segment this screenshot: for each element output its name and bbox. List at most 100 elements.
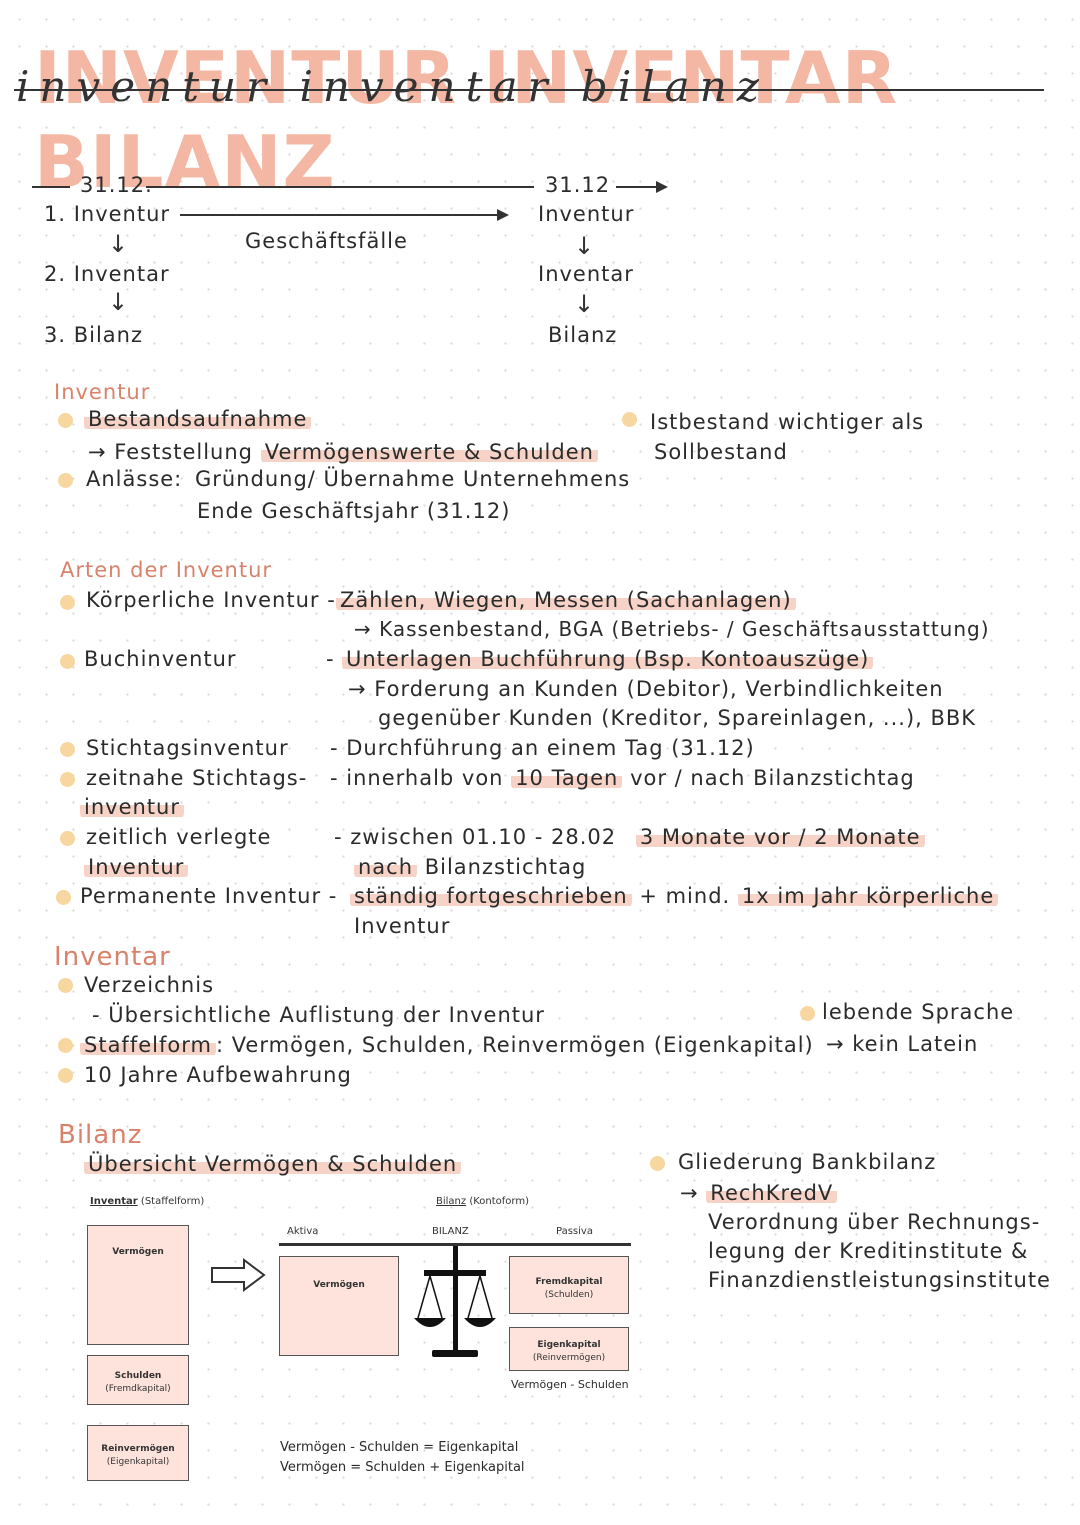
diagram-title-sub: (Kontoform) bbox=[469, 1196, 530, 1207]
bullet-dot bbox=[622, 412, 637, 427]
timeline-left-date: 31.12. bbox=[80, 173, 153, 197]
timeline-right-step3: Bilanz bbox=[548, 323, 618, 347]
timeline-left-step3: 3. Bilanz bbox=[44, 323, 143, 347]
page-title-script: inventur inventar bilanz bbox=[16, 62, 769, 111]
highlight-text: Unterlagen Buchführung (Bsp. Kontoauszüg… bbox=[342, 647, 874, 671]
text: Permanente Inventur - bbox=[80, 884, 338, 908]
bullet-dot bbox=[60, 772, 75, 787]
text: 10 Jahre Aufbewahrung bbox=[84, 1063, 352, 1087]
bilanz-box-fremdkapital: Fremdkapital (Schulden) bbox=[509, 1256, 629, 1314]
box-sublabel: (Reinvermögen) bbox=[532, 1353, 606, 1363]
highlight-text: 3 Monate vor / 2 Monate bbox=[635, 825, 925, 849]
text: Anlässe: bbox=[86, 467, 183, 491]
diagram-title: Bilanz bbox=[436, 1196, 467, 1207]
text: lebende Sprache bbox=[822, 1000, 1015, 1024]
bullet-dot bbox=[58, 473, 73, 488]
text: zeitlich verlegte bbox=[86, 825, 272, 849]
box-label: Vermögen bbox=[112, 1247, 164, 1257]
text: - Übersichtliche Auflistung der Inventur bbox=[92, 1003, 545, 1027]
bullet-dot bbox=[58, 413, 73, 428]
text: Buchinventur bbox=[84, 647, 237, 671]
highlight-text: RechKredV bbox=[706, 1181, 838, 1205]
arrow-right-icon bbox=[656, 181, 668, 193]
box-label: Schulden bbox=[114, 1370, 162, 1381]
big-arrow-right-icon bbox=[211, 1258, 266, 1292]
box-sublabel: (Fremdkapital) bbox=[105, 1384, 171, 1394]
diagram-title-sub: (Staffelform) bbox=[140, 1196, 205, 1207]
text: Bilanzstichtag bbox=[424, 855, 587, 879]
scale-icon bbox=[414, 1246, 496, 1357]
bullet-dot bbox=[56, 890, 71, 905]
bilanz-box-vermoegen: Vermögen bbox=[279, 1256, 399, 1356]
text: - bbox=[326, 647, 335, 671]
timeline-middle-label: Geschäftsfälle bbox=[245, 229, 408, 253]
text: → Kassenbestand, BGA (Betriebs- / Geschä… bbox=[354, 617, 990, 641]
title-strike-line bbox=[14, 89, 1044, 91]
equation-1: Vermögen - Schulden = Eigenkapital bbox=[280, 1440, 519, 1455]
text: → Feststellung bbox=[88, 440, 254, 464]
text: Stichtagsinventur bbox=[86, 736, 289, 760]
timeline-left-step1: 1. Inventur bbox=[44, 202, 171, 226]
highlight-text: Übersicht Vermögen & Schulden bbox=[84, 1152, 462, 1176]
text: Finanzdienstleistungsinstitute bbox=[708, 1268, 1051, 1292]
timeline-line bbox=[32, 186, 70, 188]
inventar-box-reinvermoegen: Reinvermögen (Eigenkapital) bbox=[87, 1425, 189, 1481]
section-heading: Inventur bbox=[54, 380, 151, 404]
bullet-dot bbox=[60, 831, 75, 846]
text: gegenüber Kunden (Kreditor, Spareinlagen… bbox=[378, 706, 977, 730]
timeline-right-step2: Inventar bbox=[538, 262, 634, 286]
highlight-text: Zählen, Wiegen, Messen (Sachanlagen) bbox=[336, 588, 796, 612]
text: Gründung/ Übernahme Unternehmens bbox=[195, 467, 631, 491]
timeline-right-date: 31.12 bbox=[545, 173, 611, 197]
bullet-dot bbox=[60, 742, 75, 757]
text: Körperliche Inventur - bbox=[86, 588, 336, 612]
bullet-dot bbox=[60, 595, 75, 610]
text: Istbestand wichtiger als bbox=[650, 410, 925, 434]
highlight-text: 1x im Jahr körperliche bbox=[737, 884, 999, 908]
text: → kein Latein bbox=[826, 1032, 979, 1056]
text: → Forderung an Kunden (Debitor), Verbind… bbox=[348, 677, 944, 701]
text: → bbox=[680, 1181, 699, 1205]
timeline-left-step2: 2. Inventar bbox=[44, 262, 170, 286]
box-label: Vermögen bbox=[313, 1280, 365, 1290]
aktiva-label: Aktiva bbox=[287, 1226, 319, 1237]
text: vor / nach Bilanzstichtag bbox=[630, 766, 915, 790]
timeline-right-step1: Inventur bbox=[538, 202, 635, 226]
equation-2: Vermögen = Schulden + Eigenkapital bbox=[280, 1460, 525, 1475]
inventar-box-schulden: Schulden (Fremdkapital) bbox=[87, 1355, 189, 1405]
diagram-title: Inventar bbox=[90, 1196, 138, 1207]
bullet-dot bbox=[58, 1068, 73, 1083]
timeline-line bbox=[180, 214, 498, 216]
bullet-dot bbox=[58, 1038, 73, 1053]
arrow-down-icon: ↓ bbox=[108, 230, 129, 258]
highlight-text: 10 Tagen bbox=[511, 766, 623, 790]
text: + mind. bbox=[639, 884, 731, 908]
text: Verzeichnis bbox=[84, 973, 215, 997]
highlight-text: nach bbox=[354, 855, 418, 879]
highlight-text: ständig fortgeschrieben bbox=[350, 884, 632, 908]
bilanz-beam bbox=[279, 1243, 631, 1246]
text: Sollbestand bbox=[654, 440, 788, 464]
bullet-dot bbox=[58, 978, 73, 993]
inventar-box-vermoegen: Vermögen bbox=[87, 1225, 189, 1345]
arrow-down-icon: ↓ bbox=[108, 288, 129, 316]
arrow-down-icon: ↓ bbox=[574, 232, 595, 260]
bullet-dot bbox=[60, 654, 75, 669]
timeline-line bbox=[616, 186, 658, 188]
text: - zwischen 01.10 - 28.02 bbox=[334, 825, 617, 849]
highlight-text: Staffelform bbox=[80, 1033, 216, 1057]
arrow-down-icon: ↓ bbox=[574, 290, 595, 318]
arrow-right-icon bbox=[497, 209, 509, 221]
box-sublabel: (Schulden) bbox=[544, 1290, 594, 1300]
highlight-text: Inventur bbox=[84, 855, 189, 879]
bilanz-center-label: BILANZ bbox=[432, 1226, 469, 1237]
text: Gliederung Bankbilanz bbox=[678, 1150, 937, 1174]
bullet-dot bbox=[800, 1006, 815, 1021]
highlight-text: Vermögenswerte & Schulden bbox=[260, 440, 598, 464]
page-title: INVENTUR INVENTAR BILANZ bbox=[34, 36, 899, 204]
highlight-text: Bestandsaufnahme bbox=[84, 407, 312, 431]
passiva-label: Passiva bbox=[556, 1226, 593, 1237]
text: - Durchführung an einem Tag (31.12) bbox=[330, 736, 755, 760]
text: Ende Geschäftsjahr (31.12) bbox=[197, 499, 511, 523]
bilanz-box-eigenkapital: Eigenkapital (Reinvermögen) bbox=[509, 1327, 629, 1371]
